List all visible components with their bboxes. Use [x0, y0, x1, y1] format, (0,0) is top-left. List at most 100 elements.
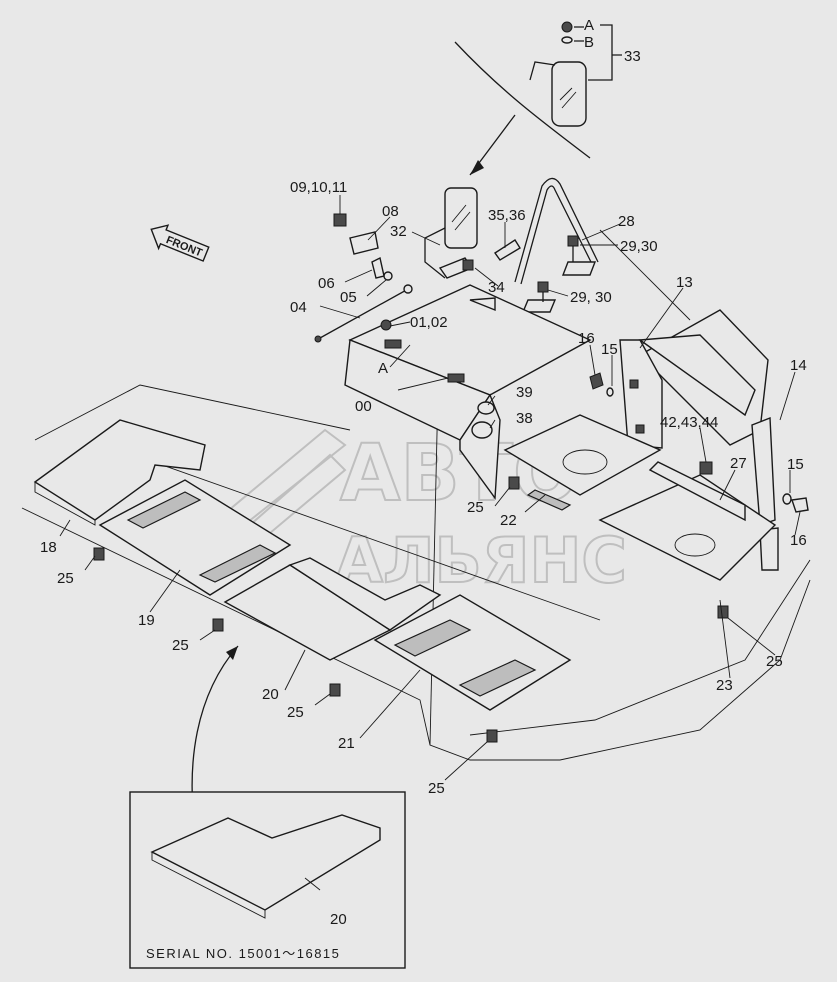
label-33: 33: [624, 48, 641, 65]
detail-mirror: [551, 61, 587, 127]
bracket-13: [619, 339, 663, 449]
label-13: 13: [676, 274, 693, 291]
cover-box-00: [344, 284, 592, 500]
label-19: 19: [138, 612, 155, 629]
label-08: 08: [382, 203, 399, 220]
label-35-36: 35,36: [488, 207, 526, 224]
washer-05: [383, 271, 393, 281]
label-05: 05: [340, 289, 357, 306]
label-42-43-44: 42,43,44: [660, 414, 718, 431]
label-00: 00: [355, 398, 372, 415]
label-20-b: 20: [330, 911, 347, 928]
label-27: 27: [730, 455, 747, 472]
label-B-top: B: [584, 34, 594, 51]
bracket-08: [349, 231, 379, 255]
plate-27: [648, 461, 746, 522]
bolt-35-36: [494, 239, 521, 261]
label-A-top: A: [584, 17, 594, 34]
detail-mirror-stay: [529, 61, 556, 81]
bolt-25-b: [212, 618, 224, 632]
label-15-a: 15: [601, 341, 618, 358]
label-25-e: 25: [428, 780, 445, 797]
label-25-b: 25: [57, 570, 74, 587]
mirror-stay: [424, 227, 446, 279]
label-22: 22: [500, 512, 517, 529]
label-23: 23: [716, 677, 733, 694]
watermark-line2: АЛЬЯНС: [335, 524, 627, 597]
bracket-14: [751, 416, 776, 526]
label-25-c: 25: [172, 637, 189, 654]
mirror-detail: [454, 21, 622, 159]
label-25-d: 25: [287, 704, 304, 721]
label-09-10-11: 09,10,11: [290, 179, 347, 196]
bolts-upper: [314, 213, 579, 343]
label-25-a: 25: [467, 499, 484, 516]
plate-22: [503, 414, 662, 496]
bolt-01-02: [380, 319, 392, 331]
bolt-16-b: [791, 497, 809, 513]
plate-21: [373, 594, 572, 711]
bolt-25-e: [508, 476, 520, 490]
mirror: [444, 187, 478, 249]
washer-15-b: [782, 493, 792, 505]
label-A-mid: A: [378, 360, 388, 377]
inset-pointer-head: [226, 646, 238, 660]
nut-42-43-44: [699, 461, 713, 475]
label-06: 06: [318, 275, 335, 292]
detail-pointer-head: [470, 160, 484, 175]
label-39: 39: [516, 384, 533, 401]
handrail: [514, 177, 599, 313]
label-14: 14: [790, 357, 807, 374]
label-01-02: 01,02: [410, 314, 448, 331]
bolt-25-d: [486, 729, 498, 743]
label-38: 38: [516, 410, 533, 427]
bolt-09-10-11: [333, 213, 347, 227]
label-21: 21: [338, 735, 355, 752]
bolt-29-30-b: [537, 281, 549, 293]
label-29-30-a: 29,30: [620, 238, 658, 255]
serial-caption: SERIAL NO. 15001～16815: [146, 946, 340, 961]
label-34: 34: [488, 279, 505, 296]
cap-38: [471, 421, 493, 439]
bolt-29-30-a: [567, 235, 579, 247]
detail-nut-a: [561, 21, 573, 33]
floor-plate-22: [503, 414, 662, 511]
front-marker: FRONT: [150, 224, 210, 262]
detail-washer-b: [561, 36, 573, 44]
detail-arc: [454, 41, 591, 159]
label-28: 28: [618, 213, 635, 230]
label-04: 04: [290, 299, 307, 316]
label-25-f: 25: [766, 653, 783, 670]
mirror-assembly: [424, 187, 478, 279]
label-20-a: 20: [262, 686, 279, 703]
floor-plate-18: [33, 419, 206, 526]
bolt-25-c: [329, 683, 341, 697]
handrail-foot-front: [521, 299, 557, 313]
label-16-a: 16: [578, 330, 595, 347]
label-29-30-b: 29, 30: [570, 289, 612, 306]
front-arrow-icon: [150, 224, 210, 262]
label-15-b: 15: [787, 456, 804, 473]
floor-plate-23: [598, 461, 777, 581]
latch-upper: [384, 339, 402, 349]
bolts-25: [93, 476, 729, 743]
inset-plate-20: [150, 814, 381, 911]
label-18: 18: [40, 539, 57, 556]
bolt-16-a: [589, 372, 604, 390]
rod-04: [319, 287, 411, 339]
clip-06: [371, 256, 385, 279]
bolt-25-f: [717, 605, 729, 619]
plate-18: [33, 419, 206, 521]
floor-plate-21: [373, 594, 572, 711]
right-console: [589, 309, 809, 571]
leader-lines: [59, 195, 801, 781]
label-16-b: 16: [790, 532, 807, 549]
grommet-39: [477, 401, 495, 415]
label-32: 32: [390, 223, 407, 240]
part-labels: A B 33 09,10,11 08 32 35,36 28 29,30 29,…: [40, 17, 807, 928]
handrail-foot-rear: [561, 261, 597, 276]
floor-plate-19: [98, 479, 292, 596]
bolt-25-a: [93, 547, 105, 561]
handrail-tube: [514, 177, 599, 283]
